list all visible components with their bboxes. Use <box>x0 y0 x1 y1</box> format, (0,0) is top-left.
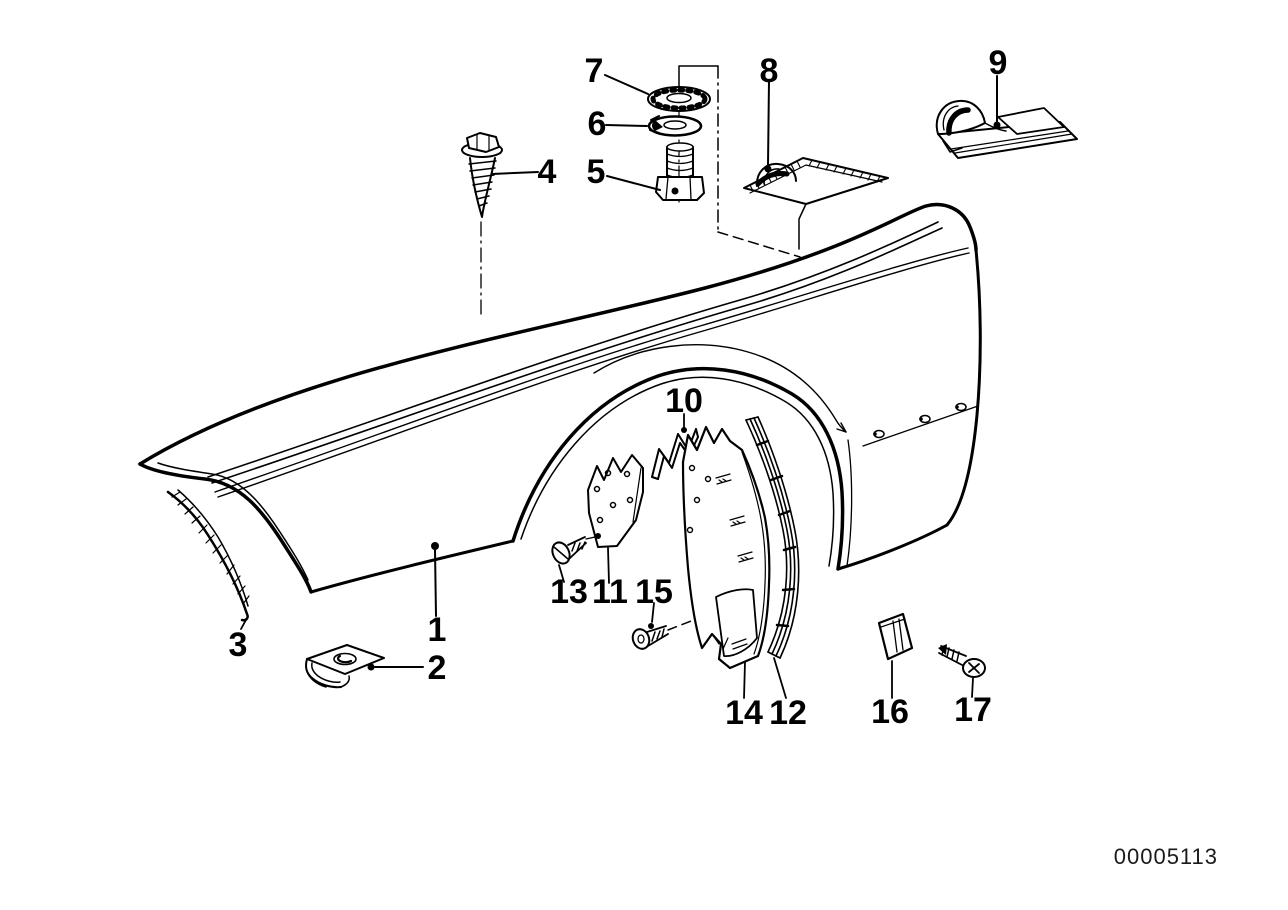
part-8-bracket <box>743 157 889 250</box>
callout-16[interactable]: 16 <box>871 693 909 731</box>
callout-4[interactable]: 4 <box>538 153 557 191</box>
part-11-bracket-plate <box>587 454 644 548</box>
part-12-seal-strip <box>745 416 800 659</box>
part-17-screw <box>938 644 986 678</box>
callout-11[interactable]: 11 <box>592 573 628 611</box>
part-16-clip <box>877 612 914 661</box>
callout-8[interactable]: 8 <box>760 52 779 90</box>
callout-3[interactable]: 3 <box>229 626 248 664</box>
part-7-washer <box>647 86 711 112</box>
callout-12[interactable]: 12 <box>769 694 807 732</box>
callout-1[interactable]: 1 <box>428 611 447 649</box>
callout-13[interactable]: 13 <box>550 573 588 611</box>
leader-lines <box>240 74 1001 699</box>
callout-15[interactable]: 15 <box>635 573 673 611</box>
callout-7[interactable]: 7 <box>585 52 604 90</box>
part-3-trim-strip <box>166 489 250 622</box>
callout-10[interactable]: 10 <box>665 382 703 420</box>
callout-9[interactable]: 9 <box>989 44 1008 82</box>
callout-14[interactable]: 14 <box>725 694 763 732</box>
part-14-splash-panel <box>681 425 771 670</box>
part-15-screw <box>631 606 728 650</box>
callout-5[interactable]: 5 <box>587 153 606 191</box>
part-4-screw <box>461 132 503 218</box>
document-number: 00005113 <box>1114 844 1218 869</box>
fender-clip-marks <box>873 402 967 439</box>
callout-2[interactable]: 2 <box>428 649 447 687</box>
part-6-lock-washer <box>647 115 703 137</box>
part-5-bolt <box>655 142 705 201</box>
part-9-cover <box>935 99 1078 159</box>
fender-outline <box>138 202 982 594</box>
callout-17[interactable]: 17 <box>954 691 992 729</box>
part-13-screw <box>551 533 601 565</box>
part-2-clip-nut <box>305 644 385 689</box>
callout-6[interactable]: 6 <box>588 105 607 143</box>
